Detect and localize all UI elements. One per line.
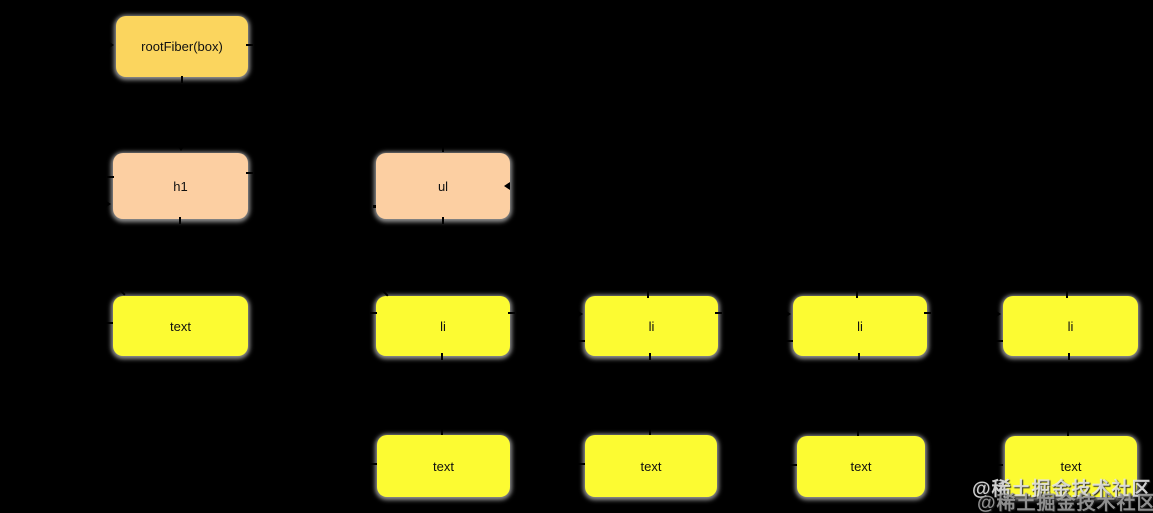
connector-tick	[107, 176, 114, 178]
connector-tick	[441, 353, 443, 360]
node-label: text	[640, 458, 662, 474]
node-label: li	[1067, 318, 1074, 334]
watermark: @稀土掘金技术社区	[972, 479, 1152, 500]
connector-tick	[508, 312, 515, 314]
tree-node-text-4: text	[797, 436, 925, 497]
connector-tick	[246, 44, 253, 46]
node-label: li	[440, 318, 446, 334]
connector-arrowhead-icon	[105, 200, 111, 208]
tree-node-li-3: li	[793, 296, 927, 356]
node-label: li	[648, 318, 655, 334]
connector-tick	[857, 429, 859, 436]
tree-node-ul: ul	[376, 153, 510, 219]
tree-node-li-1: li	[376, 296, 510, 356]
connector-tick	[246, 172, 253, 174]
connector-tick	[181, 76, 183, 83]
connector-tick	[856, 291, 858, 298]
node-label: text	[850, 459, 872, 474]
connector-tick	[649, 353, 651, 360]
connector-tick	[118, 288, 126, 296]
connector-tick	[106, 322, 113, 324]
node-label: rootFiber(box)	[141, 39, 223, 54]
connector-tick	[1067, 429, 1069, 436]
tree-node-rootfiber: rootFiber(box)	[116, 16, 248, 77]
connector-tick	[441, 428, 443, 435]
node-label: text	[433, 458, 454, 474]
connector-tick	[578, 463, 585, 465]
tree-node-li-2: li	[585, 296, 718, 356]
node-label: li	[857, 318, 863, 334]
connector-tick	[1066, 291, 1068, 298]
connector-tick	[370, 312, 377, 314]
node-label: text	[1060, 459, 1082, 474]
connector-arrowhead-icon	[785, 310, 791, 318]
connector-tick	[996, 464, 1003, 466]
tree-node-text-1: text	[113, 296, 248, 356]
node-label: text	[170, 318, 191, 334]
tree-node-h1: h1	[113, 153, 248, 219]
connector-tick	[996, 340, 1003, 342]
watermark: @稀土掘金技术社区	[977, 493, 1153, 513]
connector-tick	[647, 291, 649, 298]
connector-tick	[578, 340, 585, 342]
connector-tick	[790, 464, 797, 466]
connector-arrowhead-icon	[108, 41, 114, 49]
connector-tick	[179, 217, 181, 224]
connector-tick	[649, 428, 651, 435]
tree-node-text-3: text	[585, 435, 717, 497]
connector-arrowhead-icon	[504, 182, 510, 190]
connector-tick	[715, 312, 722, 314]
node-label: ul	[437, 178, 449, 194]
connector-arrowhead-icon	[177, 145, 185, 151]
connector-tick	[373, 205, 376, 208]
connector-tick	[1068, 353, 1070, 360]
connector-tick	[442, 145, 444, 152]
connector-tick	[924, 312, 931, 314]
connector-arrowhead-icon	[577, 310, 583, 318]
tree-node-text-2: text	[377, 435, 510, 497]
connector-tick	[370, 463, 377, 465]
connector-arrowhead-icon	[995, 310, 1001, 318]
tree-node-li-4: li	[1003, 296, 1138, 356]
connector-tick	[858, 353, 860, 360]
connector-tick	[786, 340, 793, 342]
connector-tick	[442, 217, 444, 224]
node-label: h1	[173, 178, 188, 194]
